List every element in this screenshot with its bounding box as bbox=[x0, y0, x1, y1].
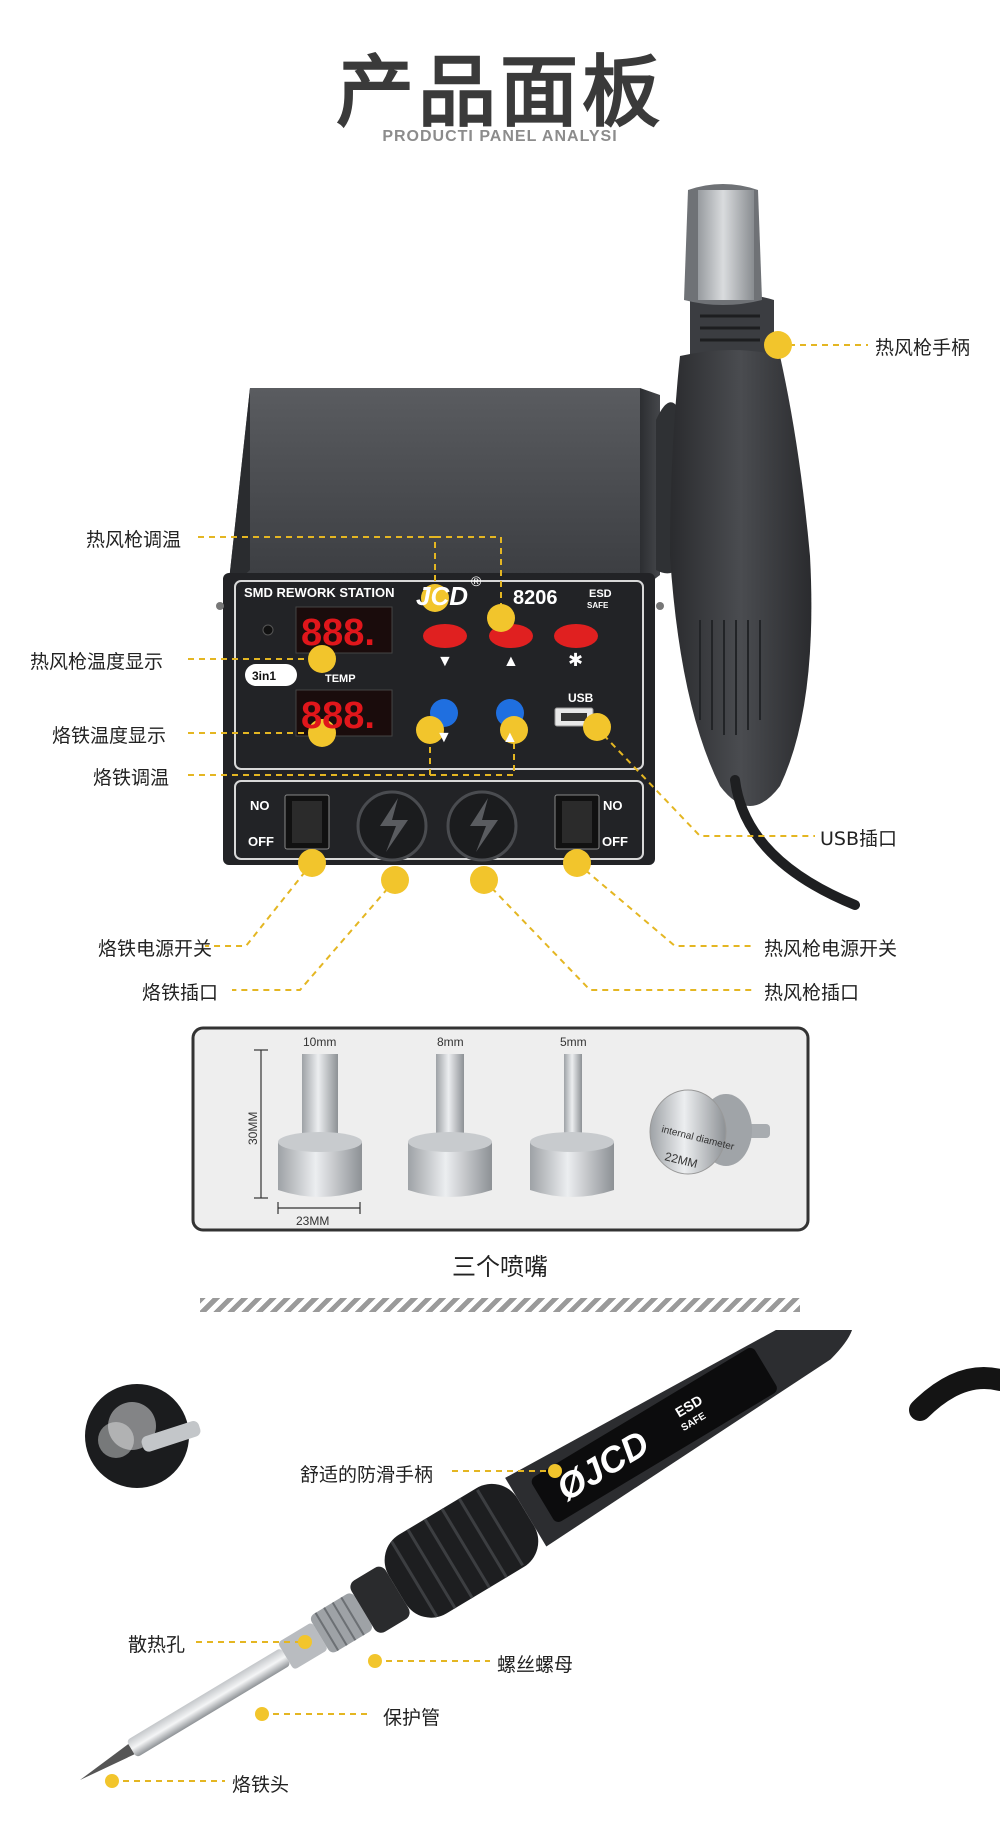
iron-down-arrow-icon: ▼ bbox=[436, 729, 452, 746]
hot-air-temp-display: 888. bbox=[301, 612, 375, 654]
badge-3in1: 3in1 bbox=[252, 669, 276, 683]
page-subtitle: PRODUCTI PANEL ANALYSI bbox=[382, 128, 618, 145]
gun-up-arrow-icon: ▲ bbox=[503, 653, 519, 670]
label-gun-handle: 热风枪手柄 bbox=[875, 337, 971, 359]
nozzle-size-5: 5mm bbox=[560, 1035, 587, 1049]
label-iron-tube: 保护管 bbox=[383, 1707, 441, 1729]
label-iron-power-switch: 烙铁电源开关 bbox=[98, 938, 213, 960]
rework-station-illustration: SMD REWORK STATION JCD ® 8206 ESD SAFE 8… bbox=[188, 184, 868, 991]
usb-label: USB bbox=[568, 691, 594, 705]
label-gun-socket: 热风枪插口 bbox=[764, 982, 860, 1004]
label-iron-nut: 螺丝螺母 bbox=[497, 1654, 574, 1676]
nozzle-10mm bbox=[278, 1054, 362, 1197]
nozzle-size-10: 10mm bbox=[303, 1035, 336, 1049]
gun-down-arrow-icon: ▼ bbox=[437, 653, 453, 670]
model-number: 8206 bbox=[513, 587, 558, 609]
section-divider bbox=[200, 1298, 800, 1312]
temp-label: TEMP bbox=[325, 673, 356, 685]
star-icon: ✱ bbox=[568, 650, 583, 670]
hot-air-gun bbox=[670, 184, 860, 910]
iron-up-arrow-icon: ▲ bbox=[502, 729, 518, 746]
label-iron-grip: 舒适的防滑手柄 bbox=[300, 1464, 434, 1486]
nozzle-cap bbox=[649, 1089, 770, 1175]
station-box bbox=[216, 388, 686, 865]
panel-label: SMD REWORK STATION bbox=[244, 585, 394, 600]
brand-logo: JCD bbox=[416, 581, 468, 611]
svg-text:®: ® bbox=[471, 573, 482, 589]
vent-inset-image bbox=[85, 1384, 201, 1488]
esd-badge-top: ESD bbox=[589, 588, 612, 600]
label-gun-power-switch: 热风枪电源开关 bbox=[764, 938, 898, 960]
label-iron-tip: 烙铁头 bbox=[232, 1774, 290, 1796]
nozzle-5mm bbox=[530, 1054, 614, 1197]
label-gun-temp-adjust: 热风枪调温 bbox=[86, 529, 182, 551]
soldering-iron-illustration: ØJCD ESD SAFE bbox=[80, 1330, 1000, 1788]
esd-badge-bottom: SAFE bbox=[587, 601, 609, 610]
nozzle-base-width-label: 23MM bbox=[296, 1214, 329, 1228]
nozzles-caption: 三个喷嘴 bbox=[452, 1253, 548, 1281]
nozzles-panel: 10mm 8mm 5mm 30MM 23MM internal diameter… bbox=[191, 1026, 810, 1232]
label-usb-port: USB插口 bbox=[820, 828, 898, 850]
left-switch-off-label: OFF bbox=[248, 834, 274, 849]
right-switch-on-label: NO bbox=[603, 798, 623, 813]
label-iron-vent: 散热孔 bbox=[128, 1634, 186, 1656]
right-switch-off-label: OFF bbox=[602, 834, 628, 849]
page-title: 产品面板 bbox=[335, 48, 664, 138]
left-switch-on-label: NO bbox=[250, 798, 270, 813]
label-gun-temp-display: 热风枪温度显示 bbox=[30, 651, 164, 673]
iron-temp-display: 888. bbox=[301, 695, 375, 737]
label-iron-temp-adjust: 烙铁调温 bbox=[93, 767, 170, 789]
label-iron-socket: 烙铁插口 bbox=[142, 982, 219, 1004]
nozzle-8mm bbox=[408, 1054, 492, 1197]
nozzle-size-8: 8mm bbox=[437, 1035, 464, 1049]
nozzle-height-label: 30MM bbox=[246, 1112, 260, 1145]
label-iron-temp-display: 烙铁温度显示 bbox=[52, 725, 167, 747]
